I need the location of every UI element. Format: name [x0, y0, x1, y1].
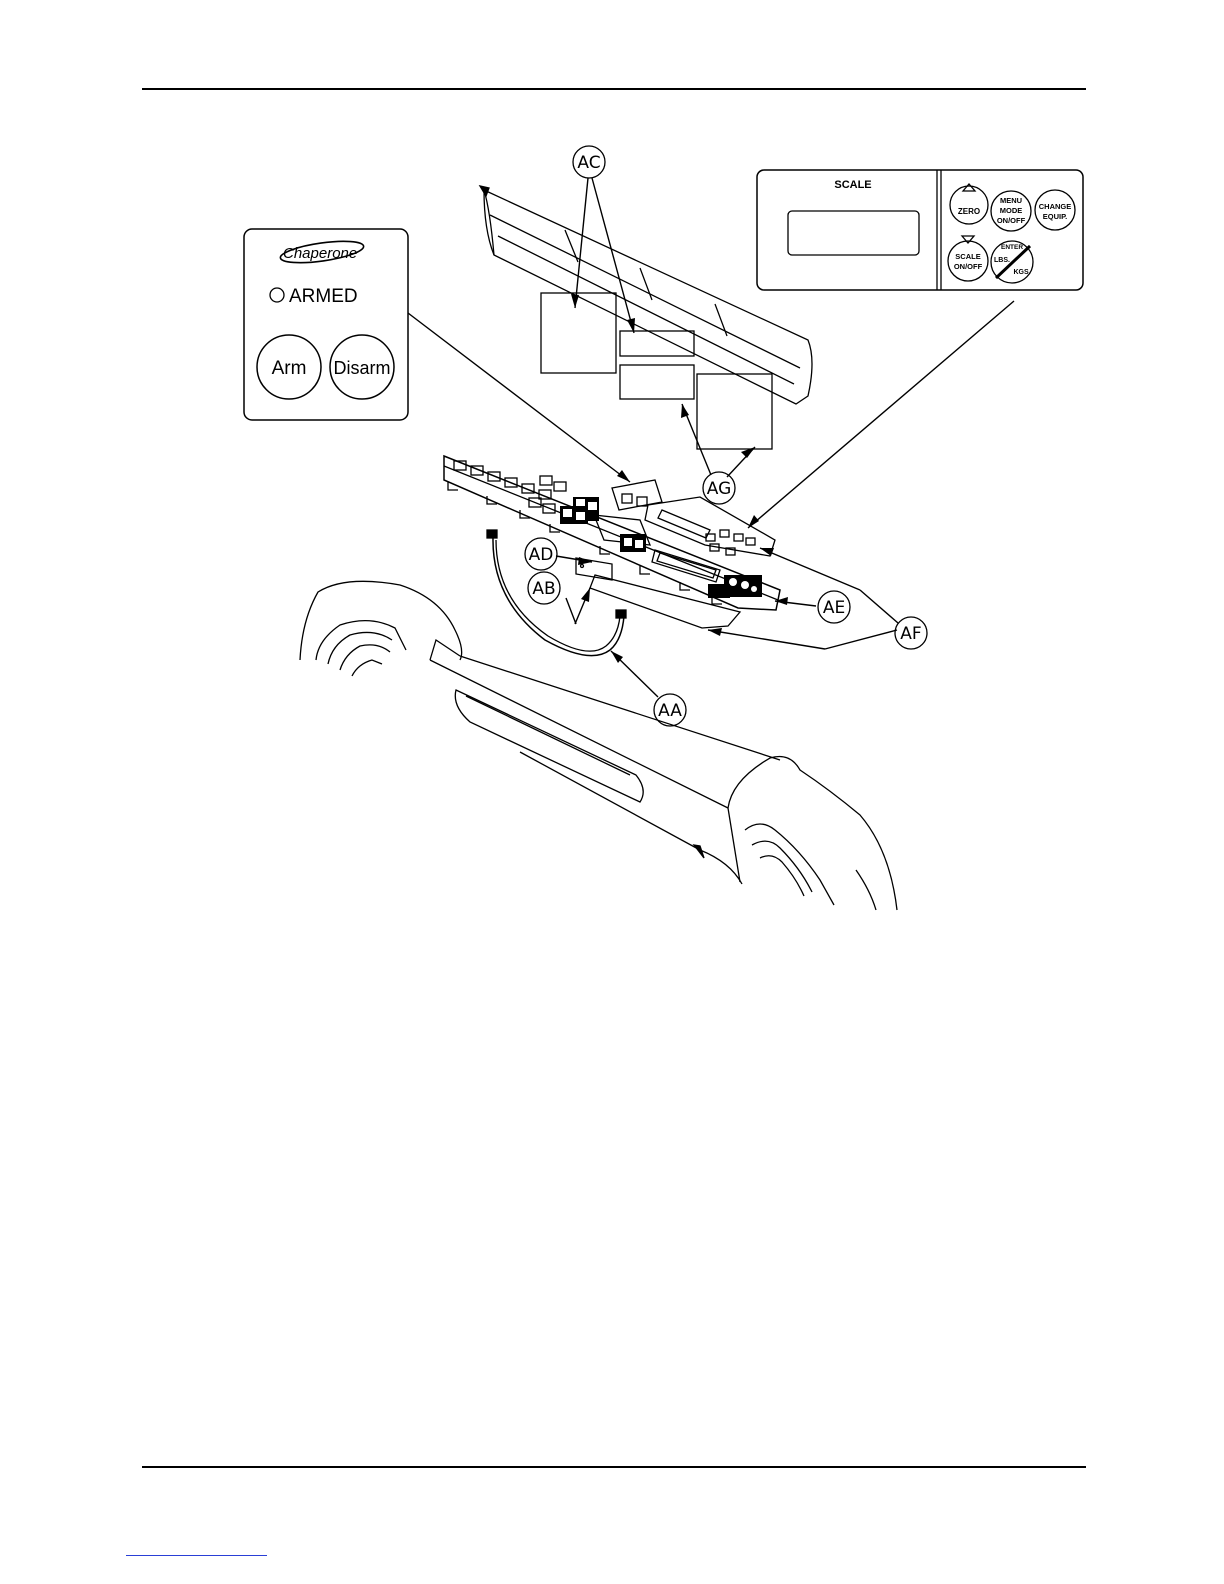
arm-button-label: Arm	[272, 358, 307, 379]
change-equip-button[interactable]: CHANGE EQUIP.	[1035, 190, 1075, 230]
top-flap-assembly	[480, 186, 812, 404]
lbs-label: LBS.	[994, 257, 1010, 264]
scale-panel-inset: SCALE ZERO MENU MODE ON/OFF CHANGE EQUIP…	[757, 170, 1083, 290]
menu-mode-button[interactable]: MENU MODE ON/OFF	[991, 191, 1031, 231]
leader-lines	[408, 178, 1014, 697]
callout-af-label: AF	[900, 624, 921, 644]
callout-ab-label: AB	[532, 579, 555, 599]
alarm-panel-inset: Chaperone ARMED Arm Disarm	[244, 229, 408, 420]
onoff-label: ON/OFF	[997, 216, 1026, 225]
lower-bezel-strip	[590, 575, 740, 628]
callout-ab: AB	[528, 572, 560, 604]
menu-label: MENU	[1000, 196, 1022, 205]
callout-aa-label: AA	[658, 701, 682, 721]
arm-button[interactable]: Arm	[257, 335, 321, 399]
zero-button[interactable]: ZERO	[950, 184, 988, 224]
mode-label: MODE	[1000, 206, 1023, 215]
scale-label: SCALE	[955, 252, 980, 261]
callout-ad-label: AD	[529, 545, 554, 565]
callout-ag: AG	[703, 472, 735, 504]
armed-indicator-icon	[270, 288, 284, 302]
callout-ac: AC	[573, 146, 605, 178]
callout-ad: AD	[525, 538, 557, 570]
armed-label: ARMED	[289, 286, 358, 307]
side-rail-body	[300, 581, 897, 910]
alarm-overlay-plate	[612, 480, 662, 510]
change-label: CHANGE	[1039, 202, 1072, 211]
up-arrow-icon	[963, 184, 975, 191]
equip-label: EQUIP.	[1043, 212, 1067, 221]
zero-label: ZERO	[958, 207, 980, 216]
left-button-cluster	[454, 461, 566, 513]
callout-af: AF	[895, 617, 927, 649]
callout-aa: AA	[654, 694, 686, 726]
enter-label: ENTER	[1001, 244, 1023, 251]
chaperone-logo: Chaperone	[279, 237, 365, 267]
logo-text: Chaperone	[283, 245, 357, 262]
kgs-label: KGS.	[1013, 269, 1030, 276]
callout-ae-label: AE	[823, 598, 845, 618]
scale-overlay	[645, 497, 775, 556]
disarm-button[interactable]: Disarm	[330, 335, 394, 399]
label-sheets	[541, 293, 772, 449]
callout-ac-label: AC	[577, 153, 600, 173]
leader-arrowheads	[571, 294, 788, 663]
callout-ae: AE	[818, 591, 850, 623]
lbs-kgs-button[interactable]: ENTER LBS. KGS.	[991, 241, 1033, 283]
callout-ag-label: AG	[707, 479, 732, 499]
scale-title: SCALE	[834, 179, 871, 191]
scale-onoff-label: ON/OFF	[954, 262, 983, 271]
scale-onoff-button[interactable]: SCALE ON/OFF	[948, 236, 988, 281]
disarm-button-label: Disarm	[334, 358, 391, 378]
scale-display	[788, 211, 919, 255]
